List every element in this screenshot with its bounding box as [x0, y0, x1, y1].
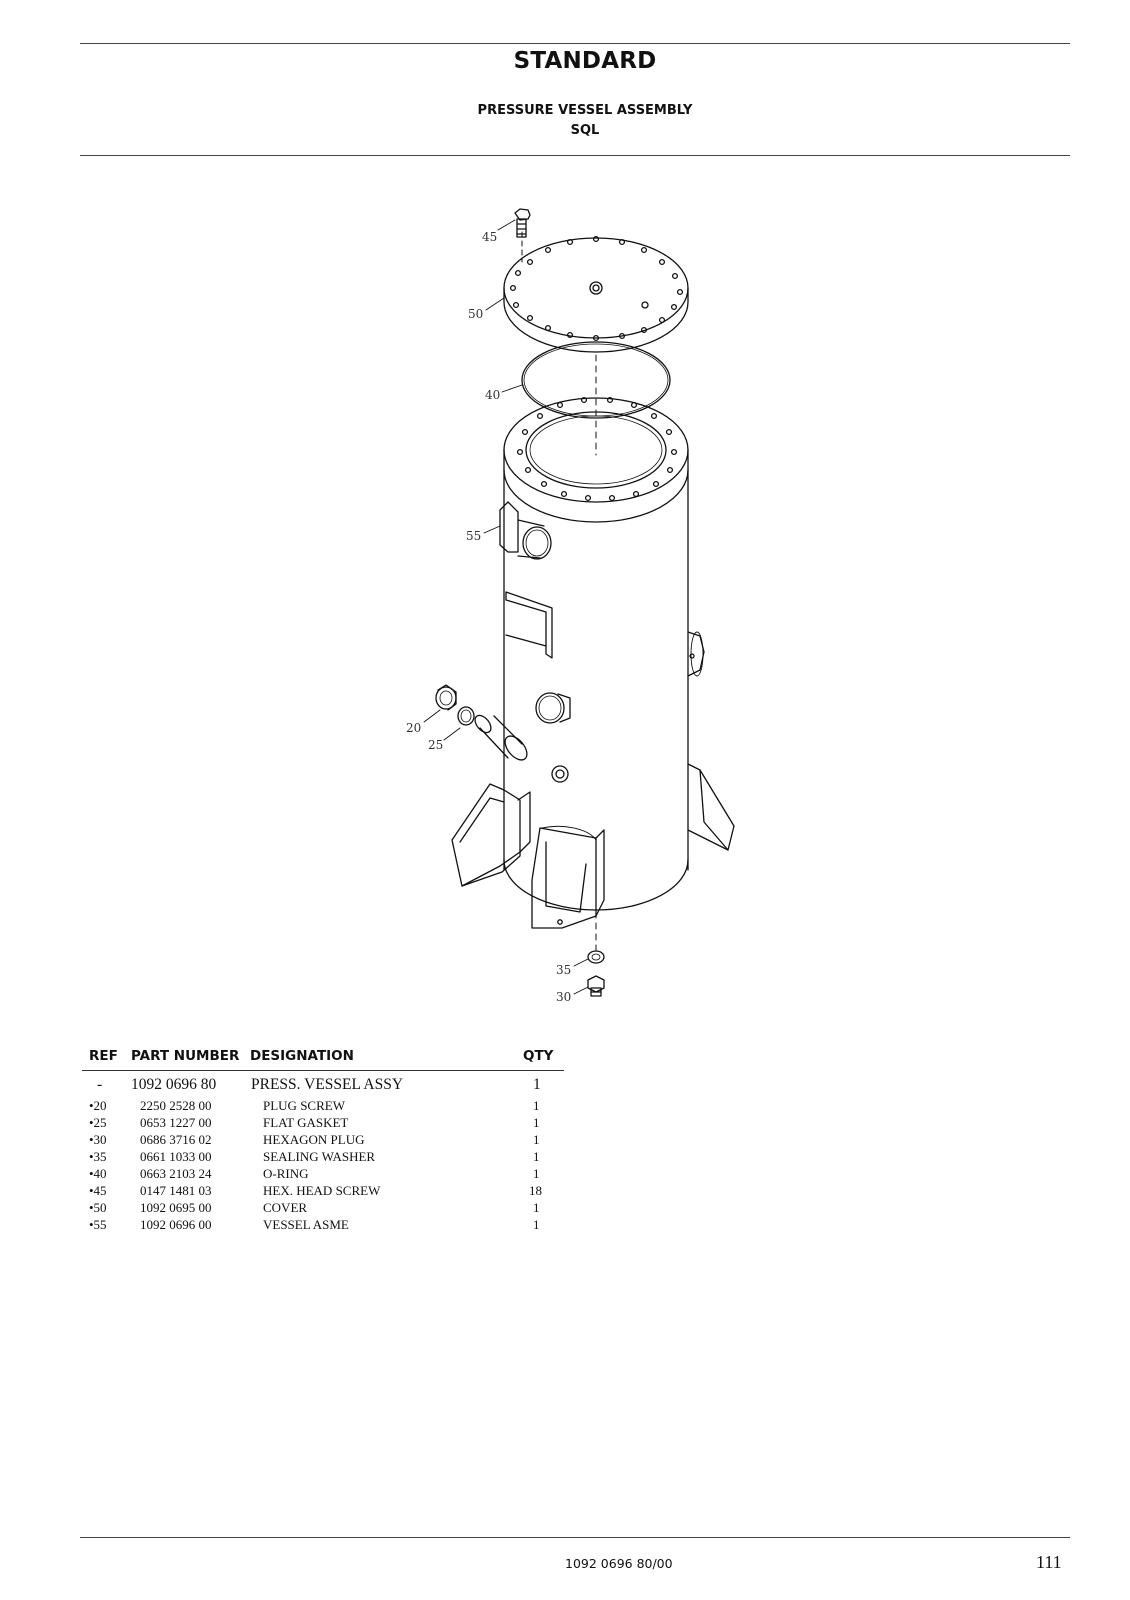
sealing-washer-part	[587, 950, 605, 964]
table-row-assembly: - 1092 0696 80 PRESS. VESSEL ASSY 1	[82, 1076, 564, 1093]
row-part-number: 0653 1227 00	[140, 1115, 212, 1130]
page-number: 111	[1036, 1552, 1062, 1572]
column-header-part-number: PART NUMBER	[131, 1048, 240, 1064]
table-row: •55 1092 0696 00 VESSEL ASME 1	[82, 1217, 564, 1234]
table-row: •45 0147 1481 03 HEX. HEAD SCREW 18	[82, 1183, 564, 1200]
row-part-number: 0147 1481 03	[140, 1183, 212, 1198]
row-qty: 18	[529, 1183, 542, 1198]
row-ref: •25	[89, 1115, 107, 1130]
row-qty: 1	[533, 1166, 540, 1181]
cover-part	[503, 235, 689, 353]
row-designation: HEX. HEAD SCREW	[263, 1183, 381, 1198]
row-designation: VESSEL ASME	[263, 1217, 349, 1232]
row-designation: SEALING WASHER	[263, 1149, 376, 1164]
row-qty: 1	[533, 1098, 540, 1113]
callout-40: 40	[485, 388, 500, 402]
model-subtitle: SQL	[570, 123, 600, 138]
table-row: •30 0686 3716 02 HEXAGON PLUG 1	[82, 1132, 564, 1149]
row-designation: FLAT GASKET	[263, 1115, 349, 1130]
table-row: •50 1092 0695 00 COVER 1	[82, 1200, 564, 1217]
table-header-rule	[82, 1070, 564, 1071]
row-part-number: 0663 2103 24	[140, 1166, 212, 1181]
row-ref: -	[97, 1076, 103, 1093]
callout-leaders	[423, 219, 589, 995]
row-ref: •40	[89, 1166, 107, 1181]
hexagon-plug-part	[587, 975, 605, 997]
row-ref: •20	[89, 1098, 107, 1113]
footer-rule	[80, 1537, 1070, 1538]
row-ref: •30	[89, 1132, 107, 1147]
flat-gasket-part	[457, 706, 475, 726]
row-ref: •50	[89, 1200, 107, 1215]
table-row: •35 0661 1033 00 SEALING WASHER 1	[82, 1149, 564, 1166]
row-part-number: 0686 3716 02	[140, 1132, 212, 1147]
row-part-number: 0661 1033 00	[140, 1149, 212, 1164]
callout-20: 20	[406, 721, 421, 735]
callout-25: 25	[428, 738, 443, 752]
table-row: •25 0653 1227 00 FLAT GASKET 1	[82, 1115, 564, 1132]
callout-30: 30	[556, 990, 571, 1004]
row-designation: O-RING	[263, 1166, 309, 1181]
plug-screw-part	[435, 684, 457, 711]
column-header-designation: DESIGNATION	[250, 1048, 354, 1064]
column-header-qty: QTY	[523, 1048, 554, 1064]
callout-45: 45	[482, 230, 497, 244]
row-ref: •45	[89, 1183, 107, 1198]
row-ref: •35	[89, 1149, 107, 1164]
pressure-vessel-exploded-drawing: 45 50 40 55 20 25 35 30	[406, 208, 735, 1004]
row-qty: 1	[533, 1200, 540, 1215]
table-row: •20 2250 2528 00 PLUG SCREW 1	[82, 1098, 564, 1115]
row-qty: 1	[533, 1132, 540, 1147]
row-ref: •55	[89, 1217, 107, 1232]
callout-55: 55	[466, 529, 481, 543]
row-designation: HEXAGON PLUG	[263, 1132, 365, 1147]
row-designation: PLUG SCREW	[263, 1098, 345, 1113]
callout-35: 35	[556, 963, 571, 977]
table-row: •40 0663 2103 24 O-RING 1	[82, 1166, 564, 1183]
row-part-number: 2250 2528 00	[140, 1098, 212, 1113]
page-title: STANDARD	[513, 48, 657, 74]
row-qty: 1	[533, 1149, 540, 1164]
callout-50: 50	[468, 307, 483, 321]
hex-head-screw-part	[514, 208, 531, 238]
row-qty: 1	[533, 1115, 540, 1130]
row-qty: 1	[533, 1076, 541, 1093]
header-top-rule	[80, 43, 1070, 44]
row-designation: PRESS. VESSEL ASSY	[251, 1076, 404, 1093]
assembly-subtitle: PRESSURE VESSEL ASSEMBLY	[477, 103, 693, 118]
column-header-ref: REF	[89, 1048, 118, 1064]
row-part-number: 1092 0696 00	[140, 1217, 212, 1232]
row-qty: 1	[533, 1217, 540, 1232]
document-code: 1092 0696 80/00	[565, 1556, 673, 1571]
header-bottom-rule	[80, 155, 1070, 156]
row-part-number: 1092 0695 00	[140, 1200, 212, 1215]
vessel-body-part	[451, 396, 735, 929]
row-designation: COVER	[263, 1200, 308, 1215]
row-part-number: 1092 0696 80	[131, 1076, 217, 1093]
